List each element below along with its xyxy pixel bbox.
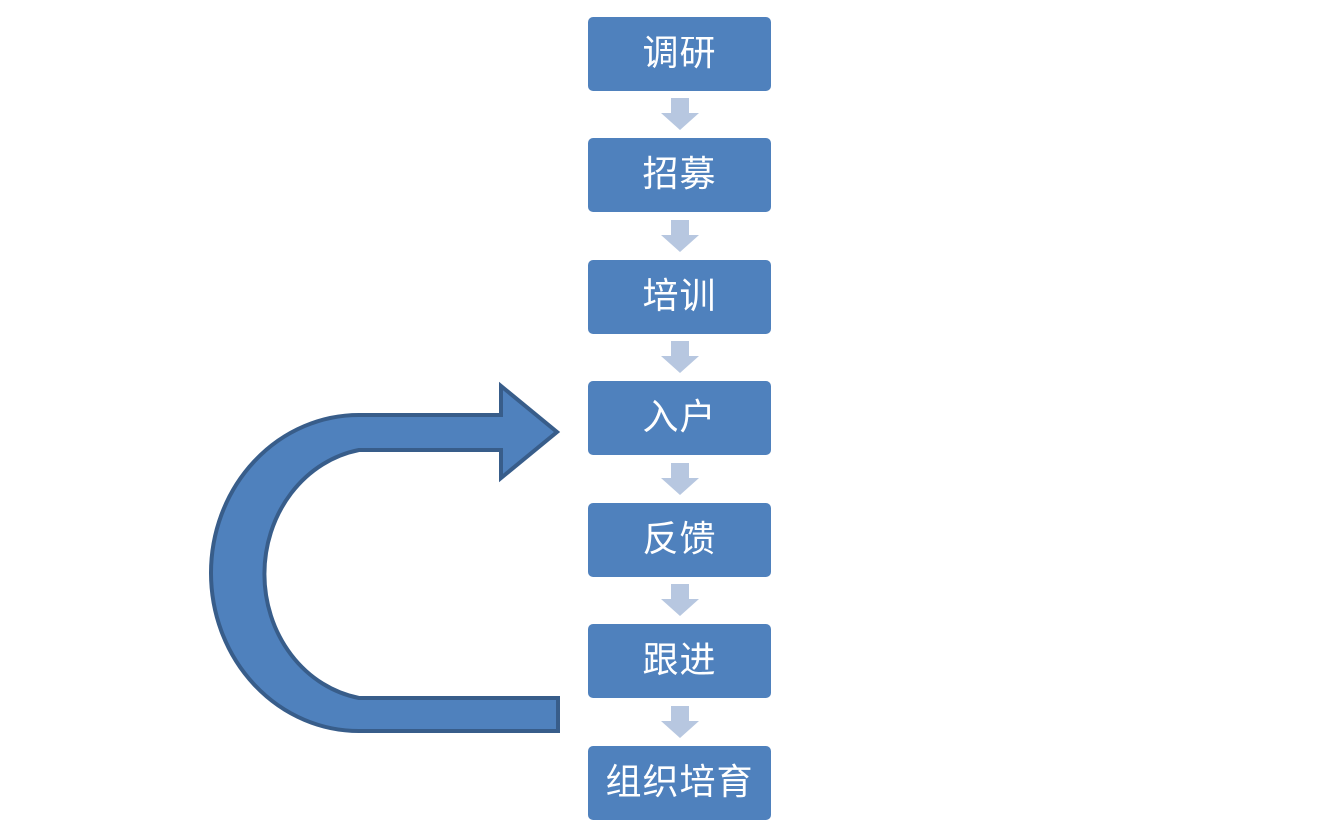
down-arrow-icon <box>661 706 699 738</box>
down-arrow-icon <box>661 341 699 373</box>
down-arrow-icon <box>661 98 699 130</box>
step-recruit: 招募 <box>588 138 771 212</box>
step-organization-cultivation: 组织培育 <box>588 746 771 820</box>
loop-arrow-shape <box>209 381 561 733</box>
down-arrow-icon <box>661 584 699 616</box>
step-training: 培训 <box>588 260 771 334</box>
step-home-visit: 入户 <box>588 381 771 455</box>
step-feedback: 反馈 <box>588 503 771 577</box>
step-follow-up: 跟进 <box>588 624 771 698</box>
down-arrow-icon <box>661 220 699 252</box>
down-arrow-icon <box>661 463 699 495</box>
step-research: 调研 <box>588 17 771 91</box>
